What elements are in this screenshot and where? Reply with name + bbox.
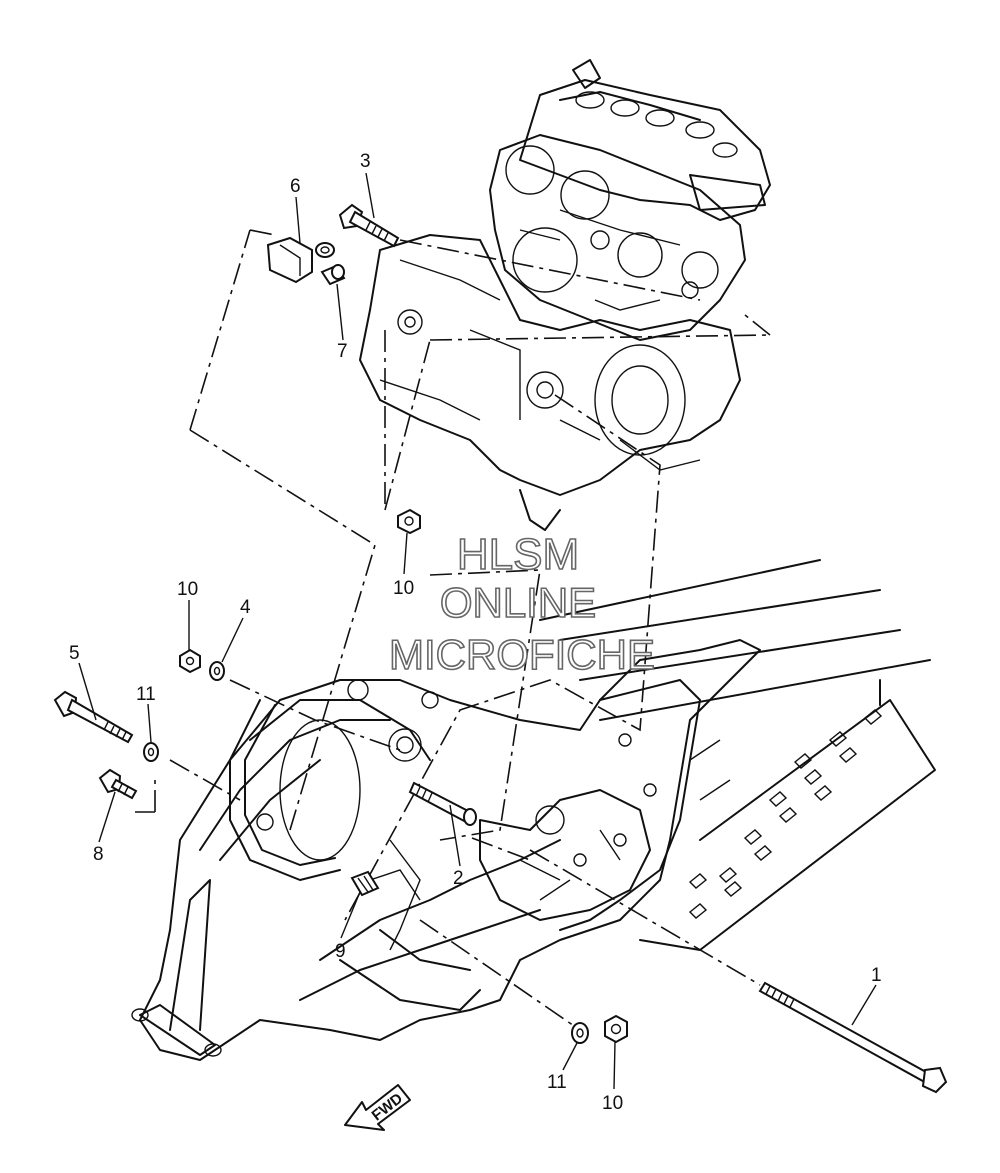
callout-numbers: 3 6 7 10 10 4 5 11 8 2 9 11 10 1: [69, 151, 882, 1114]
part-1-through-bolt: [758, 981, 948, 1094]
part-10-nut-upper: [397, 508, 421, 535]
callout-11-left: 11: [136, 684, 156, 705]
part-7-collar: [320, 264, 346, 286]
callout-7: 7: [337, 341, 348, 362]
callout-5: 5: [69, 643, 80, 664]
part-4-washer: [209, 661, 225, 681]
running-board-treads: [688, 709, 883, 919]
watermark: HLSM ONLINE MICROFICHE: [388, 529, 656, 679]
chassis-frame: [131, 639, 761, 1061]
part-11-washer-left: [143, 742, 159, 762]
callout-2: 2: [453, 868, 464, 889]
part-8-bolt: [98, 768, 138, 800]
callout-8: 8: [93, 844, 104, 865]
callout-10-upper: 10: [393, 578, 414, 599]
callout-3: 3: [360, 151, 371, 172]
part-2-stud: [408, 781, 477, 826]
callout-11-bottom: 11: [547, 1072, 567, 1093]
part-10-nut-bottom: [604, 1014, 628, 1044]
leader-lines: [78, 172, 877, 1090]
callout-4: 4: [240, 597, 251, 618]
part-3-engine-mount-bolt: [338, 203, 400, 248]
callout-1: 1: [871, 965, 882, 986]
part-5-bolt: [53, 690, 134, 744]
part-11-washer-bottom: [571, 1022, 589, 1044]
callout-9: 9: [335, 941, 346, 962]
forward-direction-arrow: FWD: [344, 1084, 411, 1131]
part-6-engine-bracket: [266, 236, 335, 284]
callout-6: 6: [290, 176, 301, 197]
watermark-line3: MICROFICHE: [389, 631, 655, 678]
callout-10-bottom: 10: [602, 1093, 623, 1114]
alignment-lines: [135, 229, 771, 1031]
engine-assembly: [359, 59, 771, 531]
part-9-stud: [350, 870, 380, 897]
part-10-nut-left: [179, 648, 201, 674]
watermark-line2: ONLINE: [440, 579, 596, 626]
fwd-label: FWD: [369, 1090, 407, 1125]
watermark-line1: HLSM: [457, 530, 579, 579]
tunnel-running-board: [539, 559, 936, 951]
callout-10-left: 10: [177, 579, 198, 600]
